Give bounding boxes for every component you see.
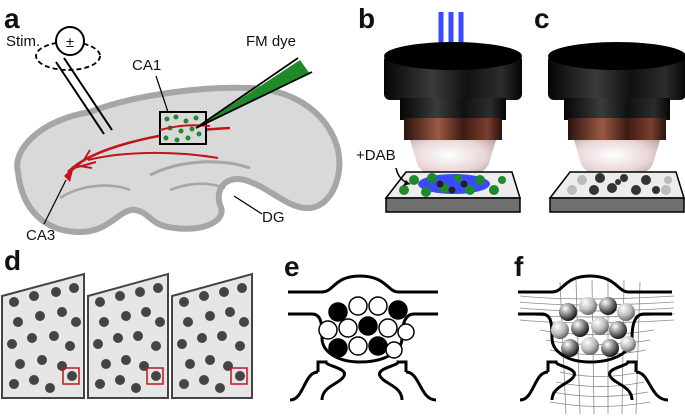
panel-b: b +DAB — [356, 3, 522, 213]
ca3-label: CA3 — [26, 227, 55, 244]
slice-platform-side-c — [549, 197, 685, 213]
dab-arrowhead — [403, 180, 410, 186]
panel-e: e — [284, 251, 438, 402]
stim-electrode-left — [55, 61, 105, 135]
postsynaptic-membrane-top-f — [518, 274, 672, 294]
ca1-label: CA1 — [132, 57, 161, 74]
vesicles-e — [318, 296, 415, 359]
objective-body-c — [564, 98, 670, 120]
ca3-inner-line — [59, 184, 131, 200]
dg-label: DG — [262, 209, 285, 226]
stained-puncta-b — [399, 173, 506, 197]
objective-body — [400, 98, 506, 120]
fm-dye-pipette — [196, 60, 310, 128]
postsynaptic-spine-bottom — [316, 360, 408, 401]
pipette-edge-bottom — [195, 71, 313, 129]
spine-head-e — [289, 370, 437, 402]
panel-f-letter: f — [514, 251, 524, 282]
objective-cap-top — [384, 42, 522, 70]
slice-platform-side — [385, 197, 521, 213]
stim-label: Stim. — [6, 33, 40, 50]
spine-head-f — [519, 370, 669, 402]
panel-d-letter: d — [4, 245, 21, 276]
stim-symbol: ± — [66, 34, 74, 51]
panel-d: d — [1, 245, 253, 399]
postsynaptic-membrane-top — [288, 274, 438, 294]
panel-a: a ± Stim. CA1 FM dye — [4, 3, 343, 244]
dentate-gyrus-curve — [149, 160, 251, 177]
panel-c: c — [534, 3, 685, 213]
stim-source-circle — [55, 26, 85, 56]
dentate-gyrus-inner — [169, 182, 226, 192]
panel-a-letter: a — [4, 3, 20, 34]
axon-branch — [87, 151, 219, 161]
objective-copper-band-c — [568, 118, 666, 140]
panel-f: f — [514, 251, 675, 415]
postsynaptic-spine-f — [546, 360, 638, 401]
dg-leader — [233, 195, 263, 215]
ca3-leader — [43, 179, 67, 225]
panel-e-letter: e — [284, 251, 300, 282]
objective-copper-band — [404, 118, 502, 140]
ca1-axon-through-box — [159, 124, 211, 131]
serial-section-3 — [171, 272, 253, 399]
photoconverted-puncta-c — [567, 173, 672, 195]
pipette-edge-top — [195, 57, 299, 129]
objective-lens-c — [574, 140, 660, 178]
panel-b-letter: b — [358, 3, 375, 34]
serial-section-2 — [87, 272, 169, 399]
ca3-dendrites — [69, 149, 97, 173]
vesicles-f — [551, 297, 636, 357]
objective-lens — [410, 140, 496, 178]
serial-section-1 — [1, 272, 85, 399]
panel-c-letter: c — [534, 3, 550, 34]
hippocampus-slice — [14, 84, 343, 236]
presynaptic-terminal-f — [518, 312, 672, 364]
ca1-leader — [155, 75, 169, 113]
dab-label: +DAB — [356, 147, 396, 164]
objective-cap-top-c — [548, 42, 685, 70]
fm-dye-label: FM dye — [246, 33, 296, 50]
